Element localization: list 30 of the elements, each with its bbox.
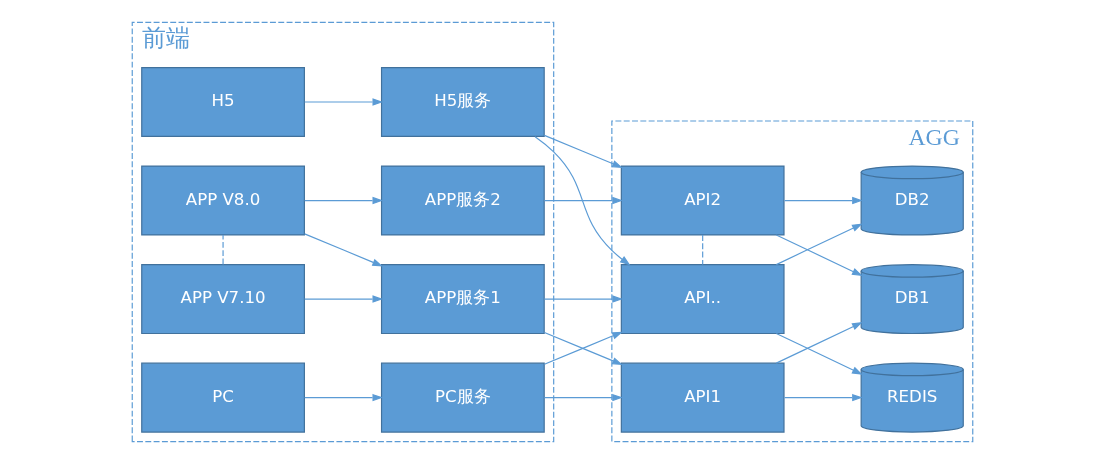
arrow	[775, 234, 863, 277]
node-box: APP服务2	[380, 165, 545, 236]
node-box: API2	[620, 165, 785, 236]
node-box: APP V8.0	[141, 165, 305, 236]
arrow	[543, 331, 623, 365]
connector	[702, 234, 704, 266]
arrow	[304, 98, 384, 106]
arrow	[775, 223, 863, 266]
arrow	[304, 233, 384, 267]
arrow	[543, 196, 623, 205]
node-box: PC	[141, 362, 305, 433]
arrow	[543, 295, 623, 303]
arrow	[783, 196, 863, 205]
arrow	[775, 332, 863, 375]
node-box: APP服务1	[380, 264, 545, 335]
arrow	[543, 134, 623, 168]
node-box: PC服务	[380, 362, 545, 433]
node-box: H5服务	[380, 67, 545, 138]
node-box: API..	[620, 264, 785, 335]
arrow	[304, 295, 384, 303]
arrow	[304, 196, 384, 205]
arrow	[783, 393, 863, 402]
connector	[222, 234, 224, 266]
arrow	[534, 136, 631, 266]
arrow	[775, 322, 863, 364]
node-box: API1	[620, 362, 785, 433]
arrow	[543, 393, 623, 402]
arrow	[304, 393, 384, 402]
node-box: H5	[141, 67, 305, 138]
node-box: APP V7.10	[141, 264, 305, 335]
